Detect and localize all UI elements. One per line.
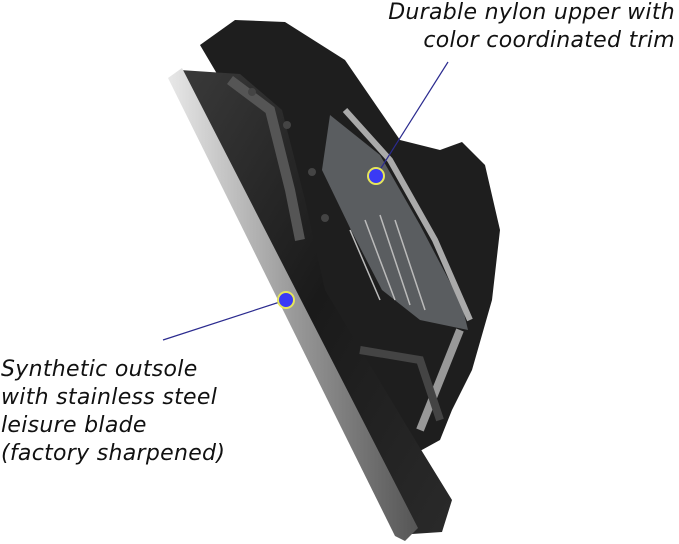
blade-callout: Synthetic outsole with stainless steel l…	[1, 356, 225, 468]
callout-line: color coordinated trim	[423, 28, 675, 53]
callout-line: leisure blade	[1, 413, 147, 438]
skate-holder	[180, 70, 452, 534]
upper-marker-dot	[367, 167, 385, 185]
callout-line: (factory sharpened)	[1, 441, 226, 466]
callout-line: Synthetic outsole	[1, 357, 198, 382]
blade-leader-line	[162, 299, 287, 341]
blade-marker-dot	[277, 291, 295, 309]
upper-leader-line	[375, 61, 449, 177]
upper-callout: Durable nylon upper with color coordinat…	[388, 0, 675, 55]
callout-line: with stainless steel	[1, 385, 218, 410]
callout-line: Durable nylon upper with	[388, 0, 675, 25]
